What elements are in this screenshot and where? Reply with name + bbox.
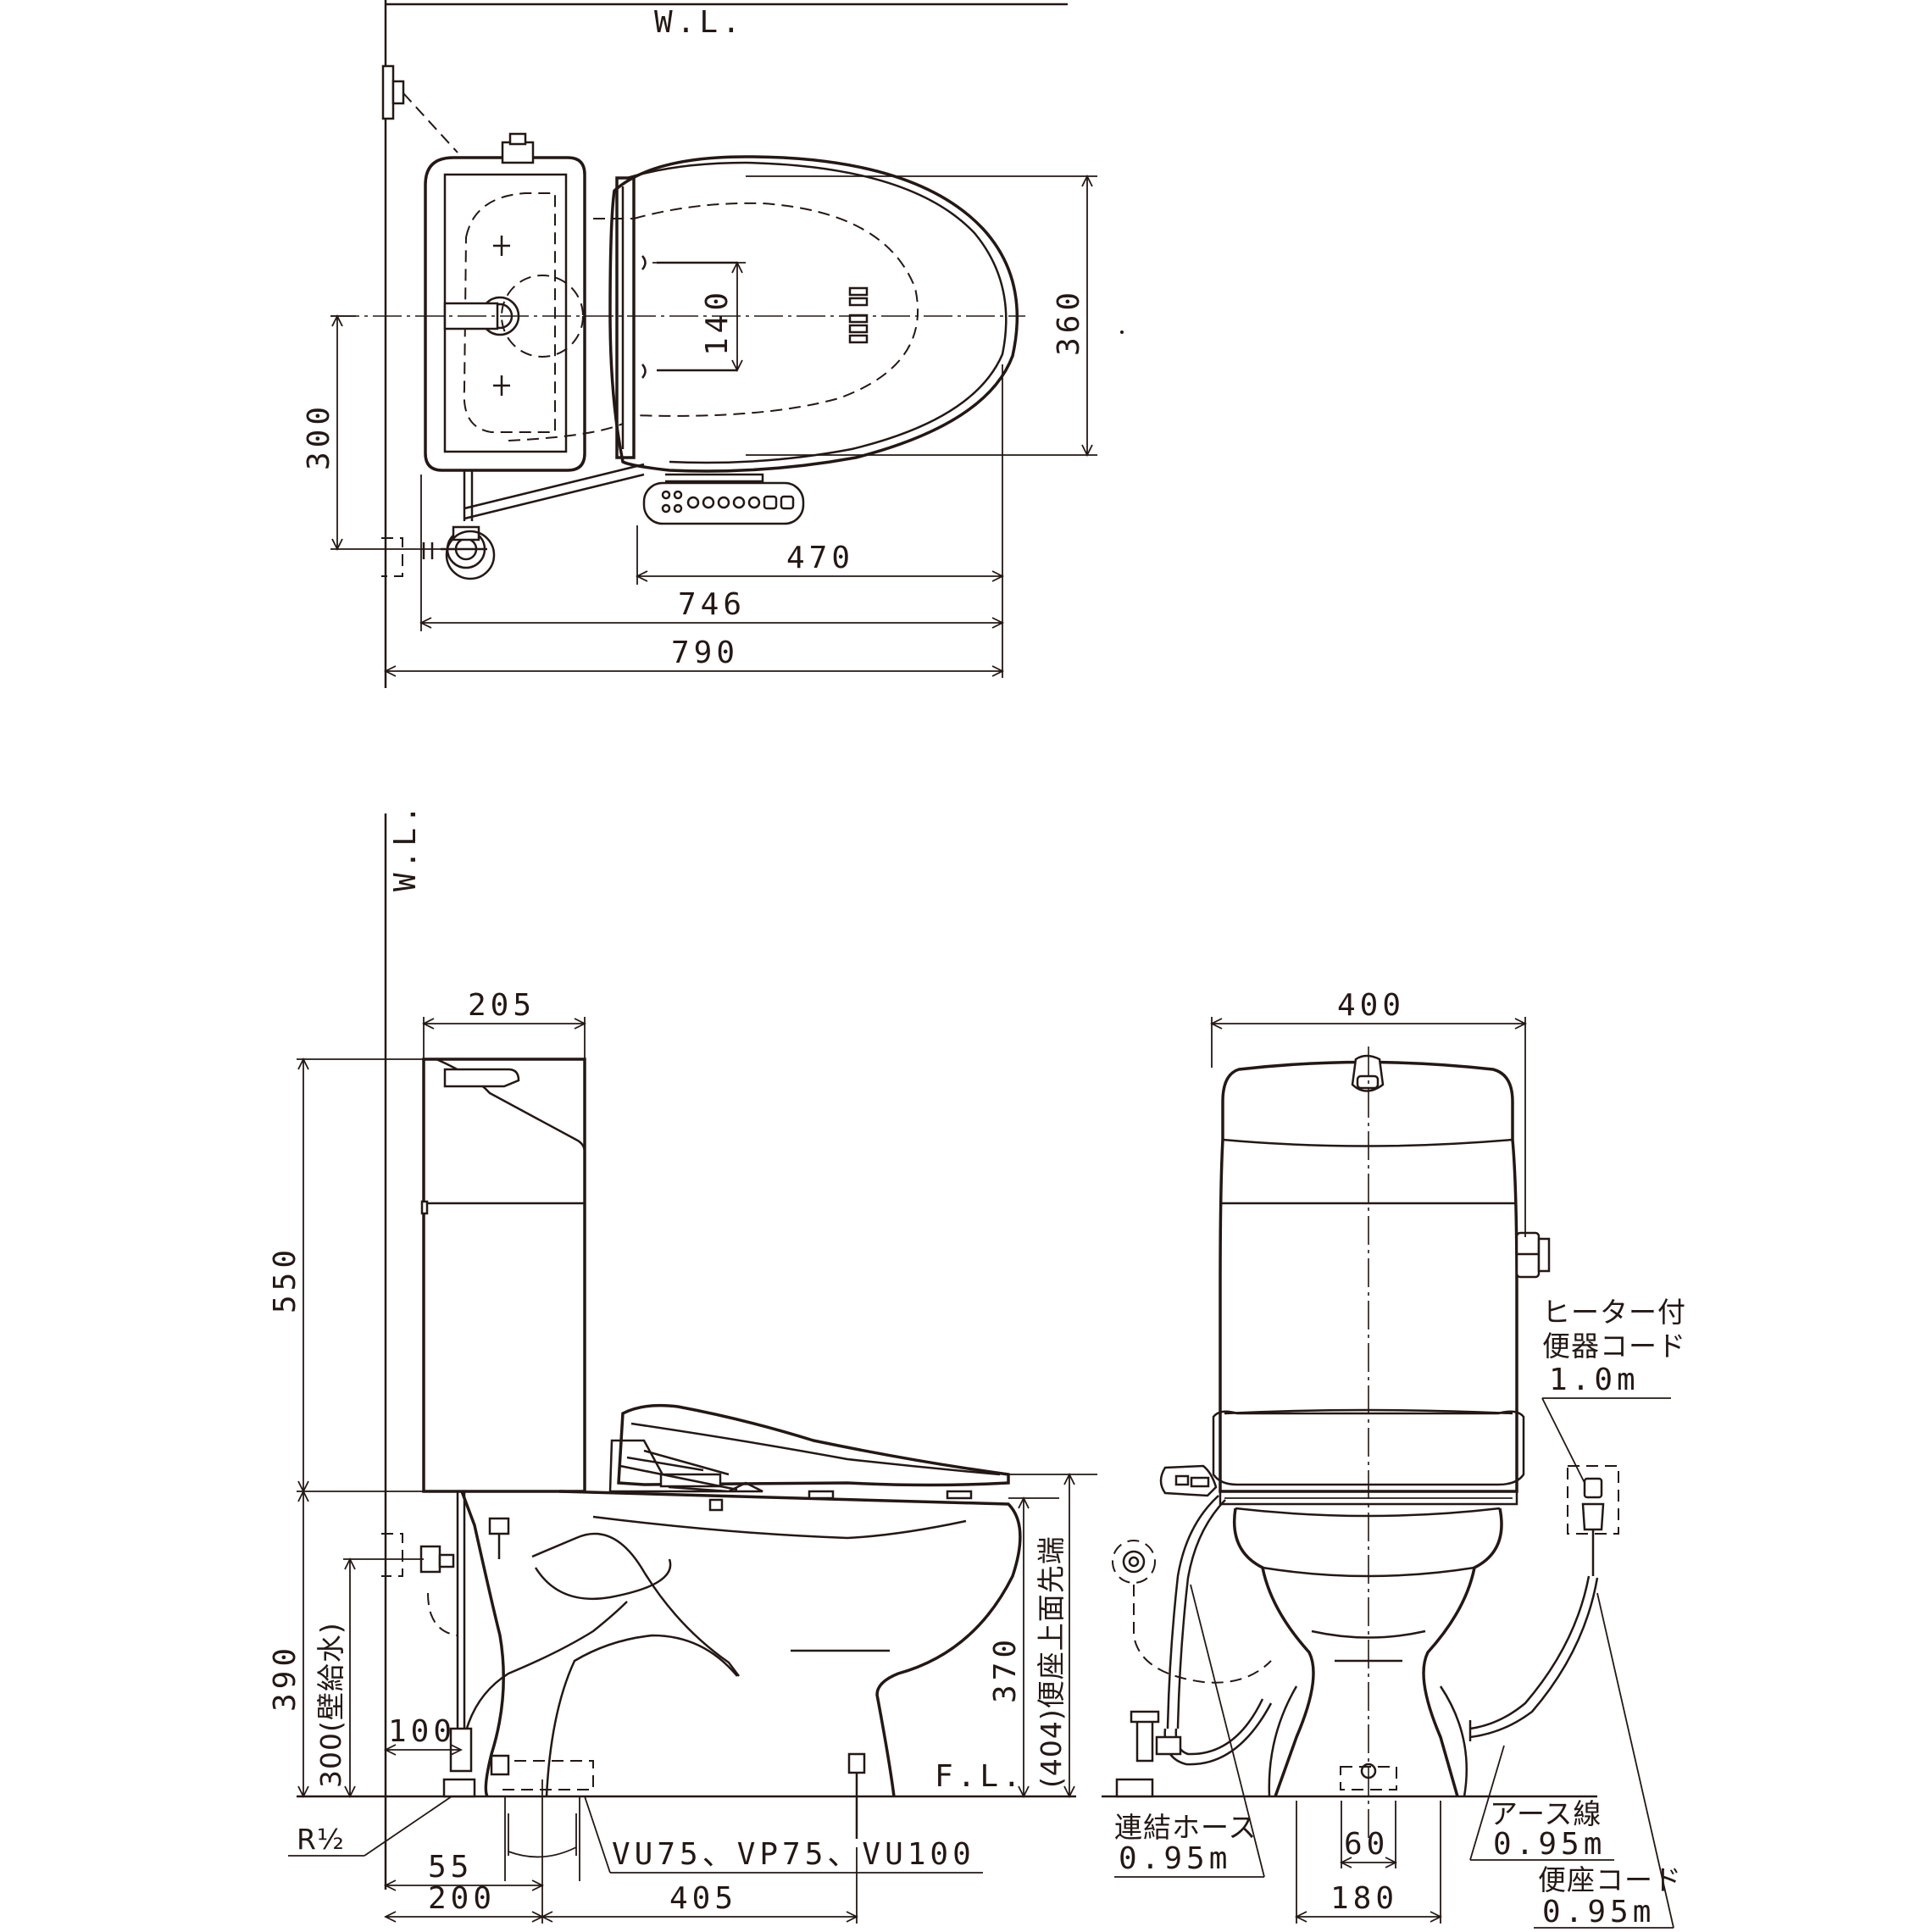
bowl-front-outline — [1232, 1507, 1315, 1797]
dim-60: 60 — [1344, 1827, 1389, 1862]
seat-side-outline — [617, 1403, 1010, 1487]
wall-line-label-side: W.L. — [388, 801, 423, 891]
side-view: W.L. F.L. — [268, 801, 1097, 1924]
dim-55: 55 — [428, 1850, 473, 1885]
dim-470: 470 — [786, 541, 854, 575]
dim-390: 390 — [268, 1644, 303, 1712]
seat-cord-label-1: 便座コード — [1538, 1863, 1682, 1896]
dim-360: 360 — [1052, 288, 1086, 356]
earth-wire-label-2: 0.95m — [1493, 1827, 1606, 1862]
remote-control-icon — [642, 473, 805, 525]
dim-550: 550 — [268, 1246, 303, 1313]
tank-front-outline — [1219, 1060, 1518, 1493]
earth-wire-label-1: アース線 — [1490, 1797, 1602, 1830]
heater-cord-label-1: ヒーター付 — [1542, 1296, 1686, 1329]
hose-label-1: 連結ホース — [1114, 1811, 1257, 1844]
dim-180: 180 — [1330, 1881, 1398, 1916]
plan-view: W.L. — [302, 0, 1124, 688]
drain-pipe-label: VU75、VP75、VU100 — [612, 1837, 975, 1872]
hose-label-2: 0.95m — [1119, 1841, 1231, 1876]
seat-height-dim: (404)便座上面先端 — [1035, 1535, 1068, 1788]
seat-cord-label-2: 0.95m — [1542, 1895, 1655, 1929]
dim-370: 370 — [988, 1635, 1023, 1703]
heater-cord-label-3: 1.0m — [1549, 1363, 1640, 1397]
dim-205: 205 — [468, 988, 536, 1023]
thread-size-label: R½ — [297, 1823, 345, 1856]
fixing-mark — [493, 236, 510, 396]
dim-200: 200 — [428, 1881, 496, 1916]
dim-790: 790 — [671, 636, 739, 670]
heater-cord-label-2: 便器コード — [1542, 1330, 1686, 1363]
wall-supply-dim: 300(壁給水) — [314, 1622, 347, 1788]
dim-100: 100 — [388, 1714, 456, 1749]
front-view: 400 ヒーター付 便器コード 1.0m 連結ホース 0.95m アース線 0.… — [1102, 988, 1686, 1929]
dim-140: 140 — [700, 288, 735, 356]
seat-plan-outline — [608, 155, 1019, 473]
dim-400: 400 — [1337, 988, 1405, 1023]
tank-side-outline — [422, 1058, 586, 1493]
wall-line-label-top: W.L. — [654, 5, 745, 40]
dim-405: 405 — [669, 1881, 737, 1916]
bowl-side-outline — [460, 1491, 505, 1797]
seat-logo-icon — [848, 286, 869, 344]
floor-line-label: F.L. — [935, 1759, 1025, 1794]
dim-300-plan: 300 — [302, 402, 336, 470]
dim-746: 746 — [678, 587, 746, 622]
tank-plan-outline — [424, 156, 586, 472]
